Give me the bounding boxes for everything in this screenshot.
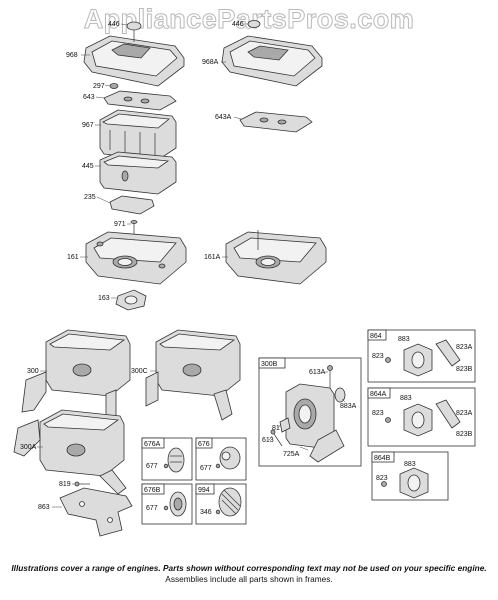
label-677-676b: 677 <box>146 505 158 512</box>
deflector-883a[interactable] <box>334 387 346 403</box>
label-819: 819 <box>59 481 71 488</box>
frame-tab-676 <box>195 437 213 449</box>
label-300: 300 <box>27 368 39 375</box>
label-445: 445 <box>82 163 94 170</box>
footer-assemblies-note: Assemblies include all parts shown in fr… <box>165 574 333 584</box>
frame-tab-864 <box>367 329 387 341</box>
label-297: 297 <box>93 83 105 90</box>
label-883-864a: 883 <box>400 395 412 402</box>
frame-label-676: 676 <box>198 441 210 448</box>
spark-arrester-994[interactable] <box>215 487 242 517</box>
label-883a: 883A <box>340 403 357 410</box>
bracket-863[interactable] <box>59 487 133 537</box>
screw-819[interactable] <box>74 481 90 487</box>
frame-676 <box>195 437 247 481</box>
label-613a: 613A <box>309 369 326 376</box>
label-81: 81 <box>272 425 280 432</box>
frame-label-676b: 676B <box>144 487 161 494</box>
air-cleaner-cover-968a[interactable] <box>221 35 323 87</box>
pre-cleaner-643a[interactable] <box>239 111 313 133</box>
label-300a: 300A <box>20 444 37 451</box>
guard-676[interactable] <box>215 446 241 470</box>
frame-994 <box>195 483 247 525</box>
bracket-235[interactable] <box>109 195 155 215</box>
label-300c: 300C <box>131 368 148 375</box>
muffler-300[interactable] <box>21 329 131 425</box>
base-161[interactable] <box>85 231 187 285</box>
label-643: 643 <box>83 94 95 101</box>
lock-81[interactable] <box>279 417 291 433</box>
label-446: 446 <box>108 21 120 28</box>
frame-300b <box>258 357 362 467</box>
frame-label-994: 994 <box>198 487 210 494</box>
frame-label-676a: 676A <box>144 441 161 448</box>
screw-971[interactable] <box>130 220 138 237</box>
label-971: 971 <box>114 221 126 228</box>
label-677-676a: 677 <box>146 463 158 470</box>
pre-cleaner-643[interactable] <box>103 90 177 111</box>
base-161a[interactable] <box>225 230 327 285</box>
frame-tab-864b <box>371 451 395 463</box>
filter-cartridge-967[interactable] <box>99 109 177 161</box>
frame-tab-300b <box>258 357 286 369</box>
footer-disclaimer: Illustrations cover a range of engines. … <box>11 563 487 573</box>
knob-446-right[interactable] <box>247 20 261 28</box>
label-823b-864: 823B <box>456 366 473 373</box>
frame-tab-864a <box>367 387 391 399</box>
frame-tab-676b <box>141 483 165 495</box>
frame-tab-676a <box>141 437 165 449</box>
knob-446[interactable] <box>126 21 142 42</box>
guard-676b[interactable] <box>163 491 187 517</box>
muffler-300c[interactable] <box>145 329 241 421</box>
label-823-864a: 823 <box>372 410 384 417</box>
frame-label-864b: 864B <box>374 455 391 462</box>
screw-613a[interactable] <box>327 365 333 389</box>
seal-297[interactable] <box>109 83 119 89</box>
frame-tab-994 <box>195 483 215 495</box>
frame-864a <box>367 387 476 447</box>
label-161: 161 <box>67 254 79 261</box>
screw-613[interactable] <box>270 429 283 447</box>
flange-864a[interactable] <box>385 399 461 437</box>
label-883-864b: 883 <box>404 461 416 468</box>
guard-676a[interactable] <box>163 447 185 473</box>
label-967: 967 <box>82 122 94 129</box>
label-163: 163 <box>98 295 110 302</box>
label-823a-864a: 823A <box>456 410 473 417</box>
label-613: 613 <box>262 437 274 444</box>
label-968: 968 <box>66 52 78 59</box>
frame-864 <box>367 329 476 383</box>
label-161a: 161A <box>204 254 221 261</box>
frame-label-864: 864 <box>370 333 382 340</box>
label-643a: 643A <box>215 114 232 121</box>
air-cleaner-cover-968[interactable] <box>83 35 185 87</box>
label-823a-864: 823A <box>456 344 473 351</box>
label-968a: 968A <box>202 59 219 66</box>
frame-864b <box>371 451 449 501</box>
frame-label-300b: 300B <box>261 361 278 368</box>
label-863: 863 <box>38 504 50 511</box>
leader-lines <box>37 23 346 508</box>
label-346: 346 <box>200 509 212 516</box>
muffler-300a[interactable] <box>13 409 127 495</box>
label-446-right: 446 <box>232 21 244 28</box>
muffler-300b[interactable] <box>285 383 345 463</box>
label-677-676: 677 <box>200 465 212 472</box>
label-823b-864a: 823B <box>456 431 473 438</box>
label-725a: 725A <box>283 451 300 458</box>
frame-label-864a: 864A <box>370 391 387 398</box>
flange-864[interactable] <box>385 339 461 377</box>
label-883-864: 883 <box>398 336 410 343</box>
frame-676a <box>141 437 193 481</box>
label-823-864: 823 <box>372 353 384 360</box>
label-823-864b: 823 <box>376 475 388 482</box>
frame-676b <box>141 483 193 525</box>
gasket-163[interactable] <box>115 289 147 311</box>
label-235: 235 <box>84 194 96 201</box>
pre-filter-445[interactable] <box>99 151 177 195</box>
flange-864b[interactable] <box>381 467 429 499</box>
